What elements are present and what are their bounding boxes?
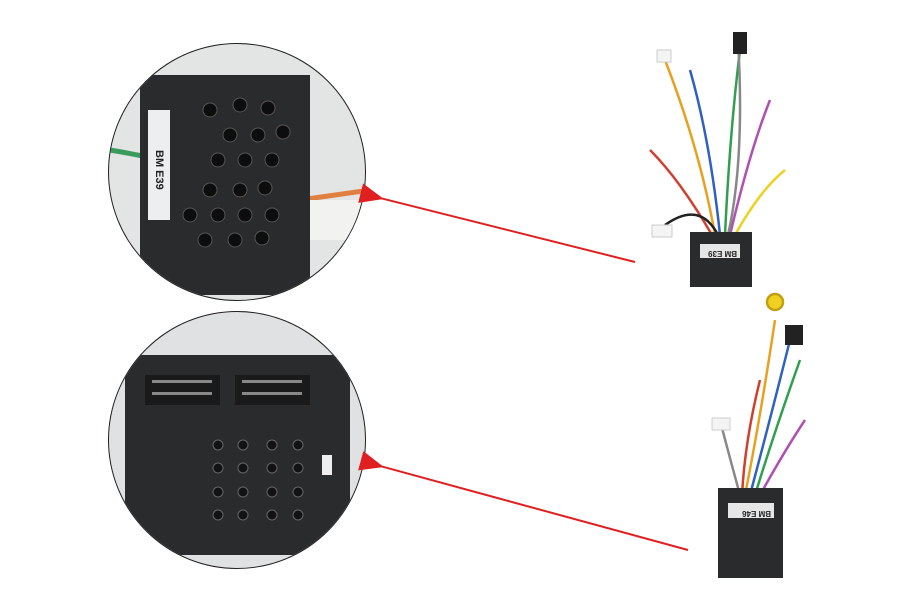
e46-label: BM E46 xyxy=(742,509,771,518)
e39-wiring-harness: BM E39 xyxy=(649,32,786,287)
arrow-e46 xyxy=(358,451,689,551)
e39-label: BM E39 xyxy=(708,249,737,258)
e46-wiring-harness: BM E46 xyxy=(711,292,807,578)
arrow-e39 xyxy=(358,183,636,263)
e46-connector-closeup xyxy=(108,311,366,569)
e39-connector-closeup: BM E39 xyxy=(108,43,366,301)
e39-label-closeup: BM E39 xyxy=(153,150,165,190)
